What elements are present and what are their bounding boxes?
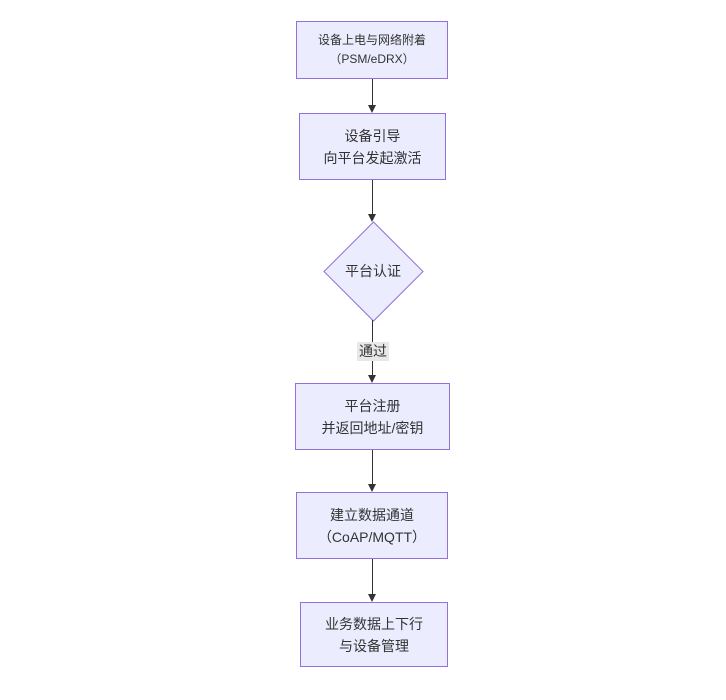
- edge-bootstrap-to-auth: [372, 180, 373, 215]
- node-business-data-line2: 与设备管理: [339, 637, 409, 654]
- node-platform-register: 平台注册 并返回地址/密钥: [295, 383, 450, 450]
- edge-label-pass: 通过: [357, 342, 389, 361]
- node-data-channel: 建立数据通道 （CoAP/MQTT）: [296, 492, 448, 559]
- edge-channel-to-business: [372, 559, 373, 595]
- node-platform-auth-label: 平台认证: [345, 263, 401, 279]
- arrowhead-icon: [368, 594, 376, 602]
- node-data-channel-line2: （CoAP/MQTT）: [317, 528, 427, 545]
- node-bootstrap-line2: 向平台发起激活: [323, 149, 422, 166]
- edge-register-to-channel: [372, 450, 373, 485]
- arrowhead-icon: [368, 484, 376, 492]
- edge-power-to-bootstrap: [372, 79, 373, 106]
- node-platform-register-line2: 并返回地址/密钥: [321, 419, 424, 436]
- node-business-data-line1: 业务数据上下行: [325, 615, 423, 632]
- node-platform-register-line1: 平台注册: [344, 397, 401, 414]
- node-power-attach-line1: 设备上电与网络附着: [317, 33, 426, 47]
- arrowhead-icon: [368, 375, 376, 383]
- arrowhead-icon: [368, 214, 376, 222]
- arrowhead-icon: [368, 105, 376, 113]
- node-power-attach: 设备上电与网络附着 （PSM/eDRX）: [296, 21, 448, 79]
- node-data-channel-line1: 建立数据通道: [330, 506, 414, 523]
- node-power-attach-line2: （PSM/eDRX）: [329, 52, 415, 66]
- node-business-data: 业务数据上下行 与设备管理: [300, 602, 448, 667]
- node-bootstrap: 设备引导 向平台发起激活: [299, 113, 446, 180]
- node-platform-auth: 平台认证: [323, 221, 424, 322]
- node-bootstrap-line1: 设备引导: [344, 127, 401, 144]
